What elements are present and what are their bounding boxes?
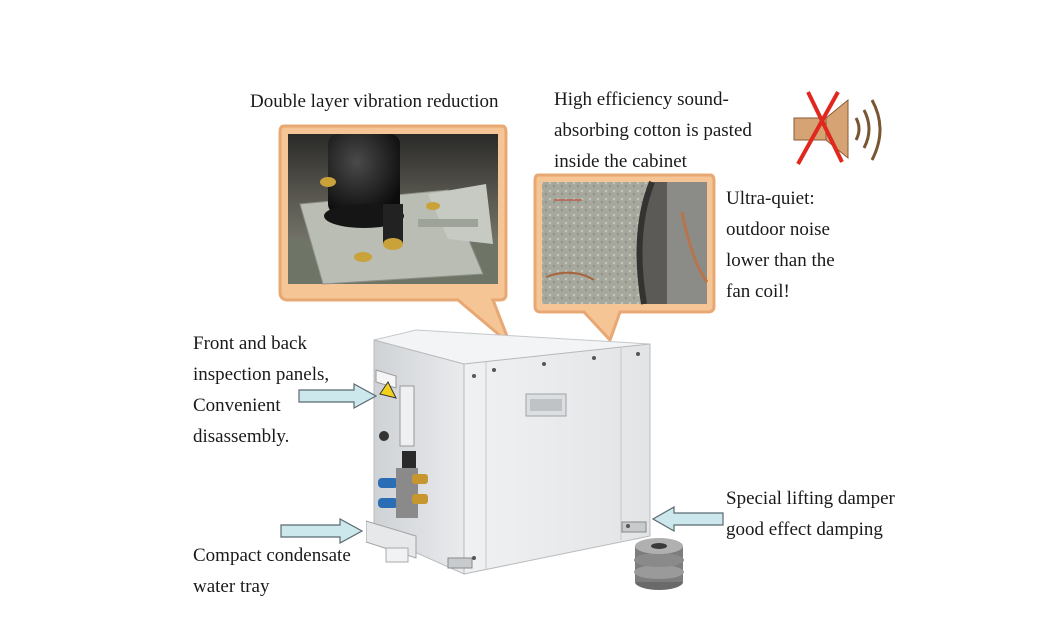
- panels-label-line: disassembly.: [193, 426, 290, 447]
- tray-label-line: Compact condensate: [193, 545, 351, 566]
- damper-illustration: [630, 530, 690, 592]
- panels-label-line: Convenient: [193, 395, 281, 416]
- panels-label: Front and back inspection panels, Conven…: [193, 328, 329, 452]
- arrow-right-icon: [280, 518, 364, 544]
- damper-label: Special lifting damper good effect dampi…: [726, 483, 895, 545]
- vibration-callout: [278, 124, 508, 346]
- arrow-left-icon: [652, 506, 724, 532]
- cotton-label-line: inside the cabinet: [554, 151, 687, 172]
- cotton-callout: [532, 172, 717, 344]
- quiet-label-line: lower than the: [726, 250, 835, 271]
- panels-label-line: inspection panels,: [193, 364, 330, 385]
- warning-icon: [379, 381, 397, 399]
- quiet-label-line: outdoor noise: [726, 219, 830, 240]
- damper-label-line: Special lifting damper: [726, 488, 895, 509]
- quiet-label: Ultra-quiet: outdoor noise lower than th…: [726, 183, 835, 307]
- tray-label-line: water tray: [193, 576, 270, 597]
- unit-illustration: [366, 326, 656, 578]
- arrow-right-icon: [298, 383, 378, 409]
- cotton-label-line: High efficiency sound-: [554, 89, 729, 110]
- cotton-label-line: absorbing cotton is pasted: [554, 120, 752, 141]
- damper-label-line: good effect damping: [726, 519, 883, 540]
- vibration-label: Double layer vibration reduction: [250, 91, 499, 112]
- quiet-label-line: fan coil!: [726, 281, 790, 302]
- panels-label-line: Front and back: [193, 333, 307, 354]
- cotton-label: High efficiency sound- absorbing cotton …: [554, 84, 752, 177]
- tray-label: Compact condensate water tray: [193, 540, 351, 602]
- quiet-label-line: Ultra-quiet:: [726, 188, 815, 209]
- muted-speaker-icon: [790, 88, 895, 170]
